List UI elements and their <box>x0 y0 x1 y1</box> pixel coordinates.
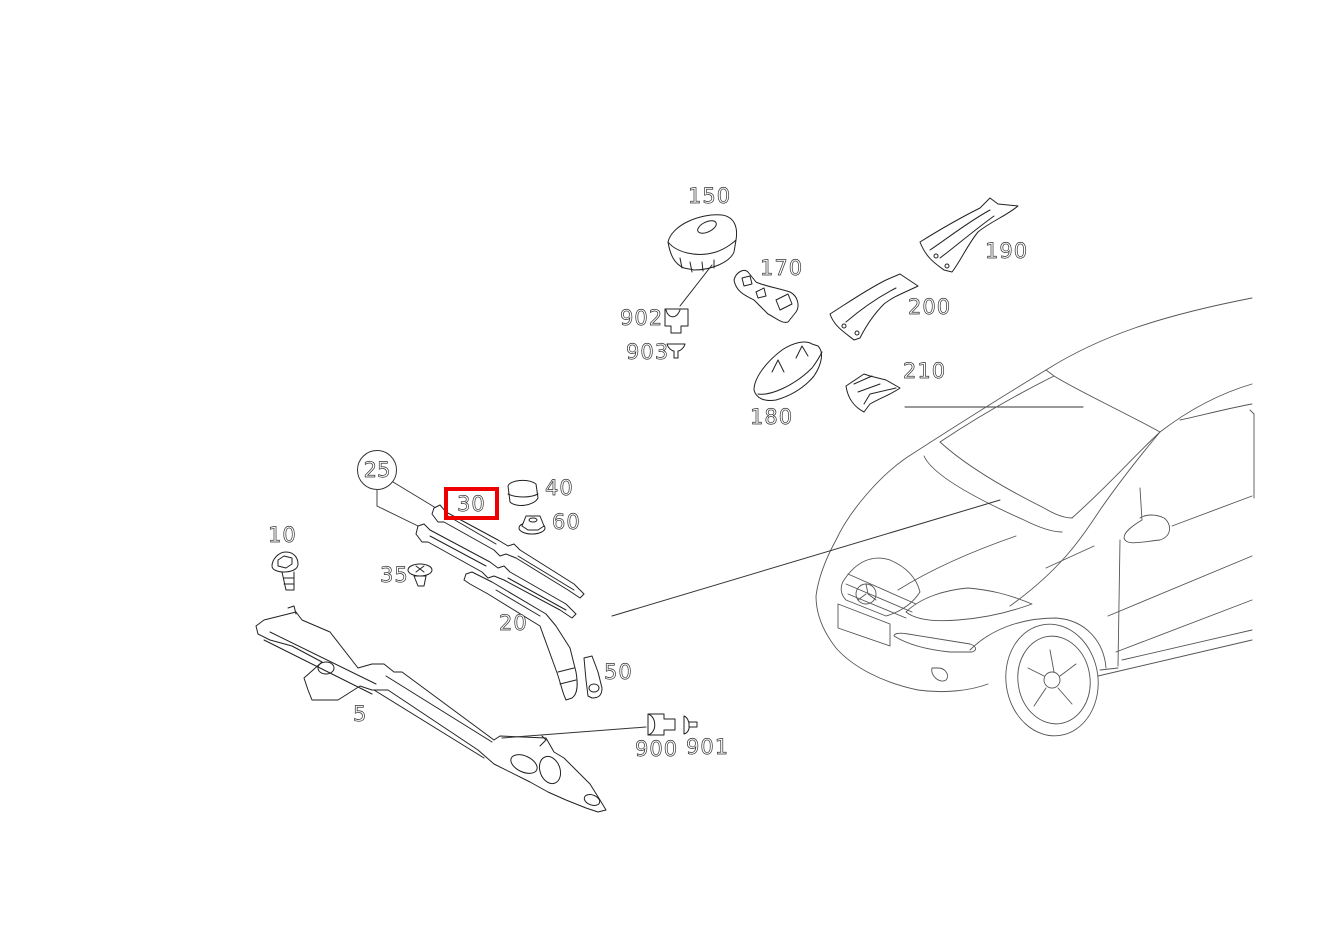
callout-25-label: 25 <box>363 458 391 483</box>
part-10-bolt[interactable] <box>271 551 299 591</box>
callout-30[interactable]: 30 <box>457 492 486 516</box>
part-25-wiper-blade[interactable] <box>415 523 577 619</box>
callout-902[interactable]: 902 <box>620 306 664 330</box>
callout-200[interactable]: 200 <box>908 295 952 319</box>
callout-903[interactable]: 903 <box>626 340 670 364</box>
callout-901[interactable]: 901 <box>686 735 730 759</box>
part-170-bracket[interactable] <box>733 269 799 323</box>
part-40-cap[interactable] <box>507 479 539 506</box>
callout-5[interactable]: 5 <box>353 702 368 726</box>
callout-210[interactable]: 210 <box>903 359 947 383</box>
part-50-cover[interactable] <box>583 655 603 699</box>
part-150-cover[interactable] <box>667 214 738 307</box>
vehicle-outline <box>815 297 1255 737</box>
part-30-wiper-blade[interactable] <box>431 504 585 599</box>
callout-190[interactable]: 190 <box>985 239 1029 263</box>
callout-25[interactable]: 25 <box>357 450 397 490</box>
part-210-clip[interactable] <box>845 373 901 413</box>
part-25-leaders <box>376 481 437 527</box>
part-902-connector[interactable] <box>664 308 689 334</box>
callout-180[interactable]: 180 <box>750 405 794 429</box>
part-180-cover[interactable] <box>753 341 823 401</box>
part-903-plug[interactable] <box>666 343 686 359</box>
part-200-channel[interactable] <box>829 273 919 341</box>
part-60-nut[interactable] <box>518 515 546 535</box>
callout-10[interactable]: 10 <box>268 523 297 547</box>
part-35-screw[interactable] <box>407 563 433 587</box>
part-900-connector[interactable] <box>647 713 676 736</box>
callout-150[interactable]: 150 <box>688 184 732 208</box>
part-901-plug[interactable] <box>683 715 698 735</box>
part-20-wiper-arm[interactable] <box>463 571 578 701</box>
part-190-channel[interactable] <box>919 197 1019 273</box>
callout-170[interactable]: 170 <box>760 256 804 280</box>
callout-40[interactable]: 40 <box>545 476 574 500</box>
callout-60[interactable]: 60 <box>552 510 581 534</box>
callout-50[interactable]: 50 <box>604 660 633 684</box>
callout-20[interactable]: 20 <box>499 611 528 635</box>
callout-35[interactable]: 35 <box>380 563 409 587</box>
part-5-wiper-linkage[interactable] <box>255 605 607 813</box>
callout-900[interactable]: 900 <box>635 737 679 761</box>
